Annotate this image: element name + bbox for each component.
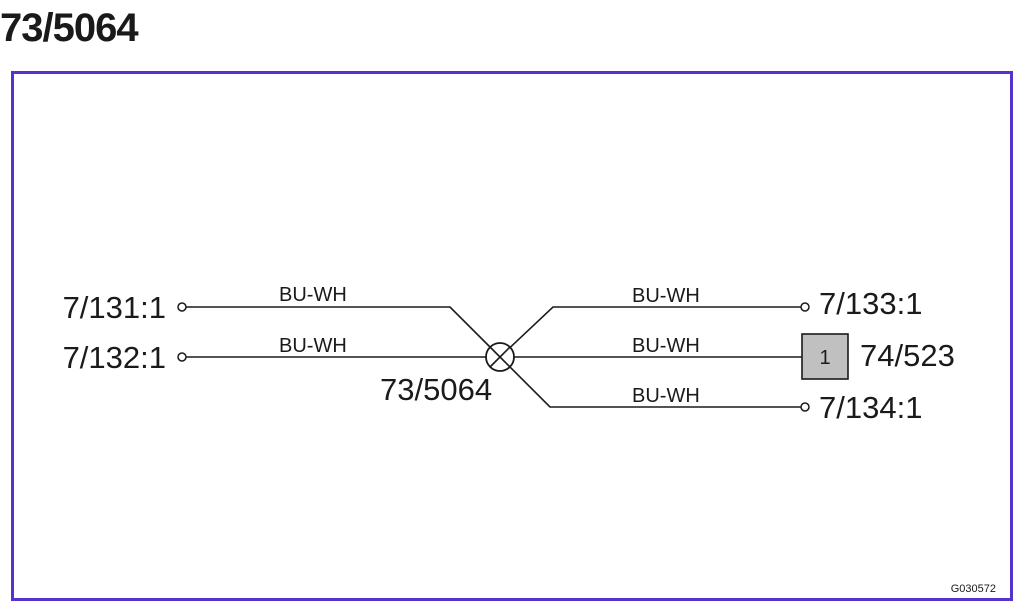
- terminal-left-1: [177, 302, 187, 312]
- wire-label-right-3: BU-WH: [632, 385, 700, 407]
- wire-left-1: [177, 302, 501, 358]
- wire-label-left-2: BU-WH: [279, 335, 347, 357]
- connector-label-right-1: 7/133:1: [819, 286, 922, 321]
- wire-right-3: [499, 356, 810, 412]
- diagram-frame: [11, 71, 1013, 601]
- connector-label-right-3: 7/134:1: [819, 390, 922, 425]
- figure-code: G030572: [951, 583, 996, 595]
- terminal-right-3: [800, 402, 810, 412]
- connector-label-left-2: 7/132:1: [63, 340, 166, 375]
- connector-pin-label: 1: [819, 347, 830, 369]
- splice-label: 73/5064: [380, 372, 492, 407]
- terminal-left-2: [177, 352, 187, 362]
- wire-left-2: [177, 352, 486, 362]
- page-title: 73/5064: [0, 6, 139, 50]
- terminal-right-1: [800, 302, 810, 312]
- connector-label-right-2: 74/523: [860, 338, 955, 373]
- wire-label-right-2: BU-WH: [632, 335, 700, 357]
- wire-label-right-1: BU-WH: [632, 285, 700, 307]
- wire-label-left-1: BU-WH: [279, 284, 347, 306]
- connector-box-74-523: 1: [801, 333, 849, 380]
- wire-right-1: [499, 302, 810, 358]
- connector-label-left-1: 7/131:1: [63, 290, 166, 325]
- splice-icon: [485, 342, 515, 372]
